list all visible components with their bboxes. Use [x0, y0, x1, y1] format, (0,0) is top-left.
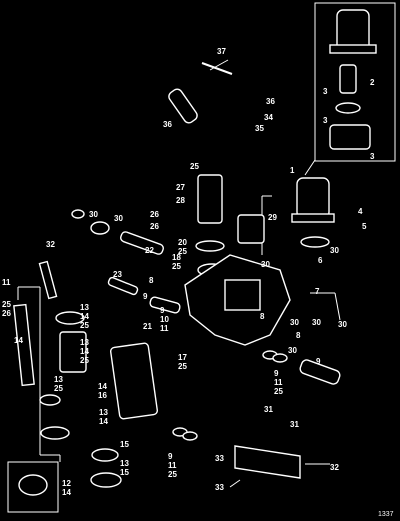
callout-30: 33 [215, 483, 224, 492]
callout-21-b: 26 [150, 222, 159, 231]
callout-27: 31 [290, 420, 299, 429]
callout-25-r2: 30 [312, 318, 321, 327]
callout-3-b: 3 [323, 116, 328, 125]
callout-20: 25 [190, 162, 199, 171]
callout-18: 22 [145, 246, 154, 255]
callout-15: 15 [120, 440, 129, 449]
callout-25-top: 30 [89, 210, 98, 219]
callout-19: 23 [113, 270, 122, 279]
callout-37: 37 [217, 47, 226, 56]
callout-5: 5 [362, 222, 367, 231]
callout-23: 28 [176, 196, 185, 205]
armature [339, 64, 357, 94]
callout-24: 29 [268, 213, 277, 222]
callout-22: 27 [176, 183, 185, 192]
callout-7: 7 [315, 287, 320, 296]
callout-28: 31 [264, 405, 273, 414]
callout-25-r4: 30 [288, 346, 297, 355]
callout-29: 32 [330, 463, 339, 472]
callout-33: 34 [264, 113, 273, 122]
callout-3-c: 3 [370, 152, 375, 161]
callout-34: 35 [255, 124, 264, 133]
end-cap [329, 124, 371, 150]
callout-9-left: 9 [143, 292, 148, 301]
figure-number: 1337 [378, 511, 394, 518]
motor-detail-box [314, 2, 396, 162]
callout-14: 14 [14, 336, 23, 345]
callout-3-a: 3 [323, 87, 328, 96]
callout-4: 4 [358, 207, 363, 216]
o-ring-3a [335, 102, 361, 114]
callout-17-a: 21 [143, 322, 152, 331]
callout-25-mid: 30 [114, 214, 123, 223]
callout-25-motor: 30 [330, 246, 339, 255]
callout-36: 36 [163, 120, 172, 129]
callout-1: 1 [290, 166, 295, 175]
callout-25-valve: 30 [261, 260, 270, 269]
callout-9-right: 9 [316, 357, 321, 366]
callout-32: 32 [46, 240, 55, 249]
callout-31: 33 [215, 454, 224, 463]
callout-2: 2 [370, 78, 375, 87]
callout-11-left: 11 [2, 278, 11, 287]
callout-6: 6 [318, 256, 323, 265]
callout-8-left: 8 [149, 276, 154, 285]
seal-detail-box [7, 461, 59, 513]
motor-flange [329, 44, 377, 54]
callout-21-a: 26 [150, 210, 159, 219]
callout-25-r3: 30 [338, 320, 347, 329]
callout-8-b: 8 [296, 331, 301, 340]
callout-25-r1: 30 [290, 318, 299, 327]
callout-8-right: 8 [260, 312, 265, 321]
callout-35: 36 [266, 97, 275, 106]
